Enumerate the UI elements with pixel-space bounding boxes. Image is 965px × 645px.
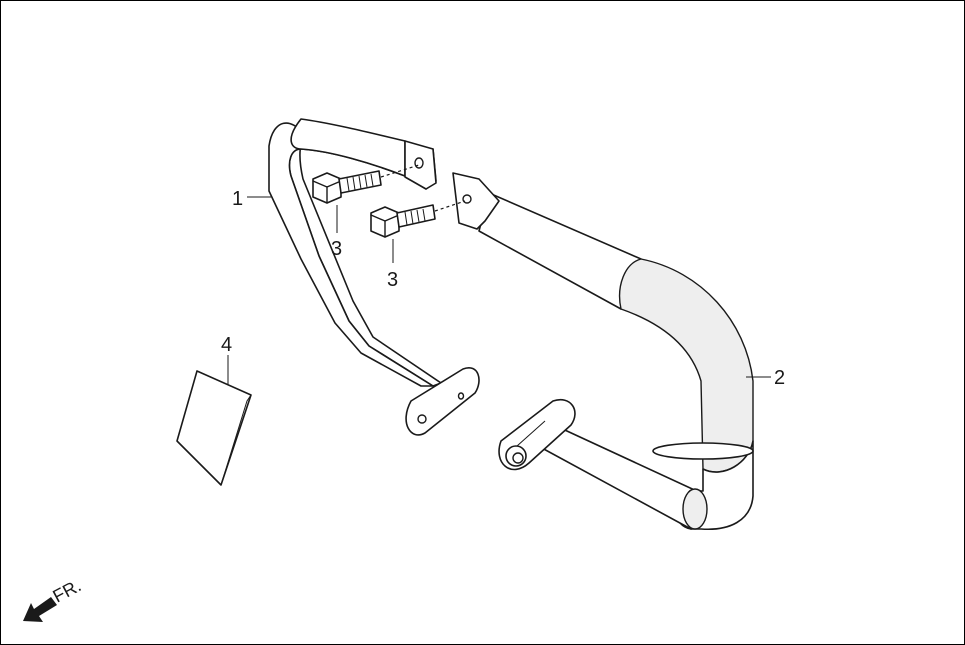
callout-3-lower: 3 [387,269,398,291]
part-1-left-guard [268,118,480,436]
part-3-bolt-upper [312,164,420,204]
callout-4: 4 [221,334,232,356]
front-direction-arrow-icon [23,597,57,622]
callout-1: 1 [232,188,243,210]
front-direction-label: FR. [49,575,84,606]
leader-lines [227,196,771,385]
part-2-right-guard [452,172,754,531]
callout-2: 2 [774,367,785,389]
callout-3-upper: 3 [331,238,342,260]
part-4-label-sheet [176,370,252,486]
part-3-bolt-lower [370,200,466,238]
